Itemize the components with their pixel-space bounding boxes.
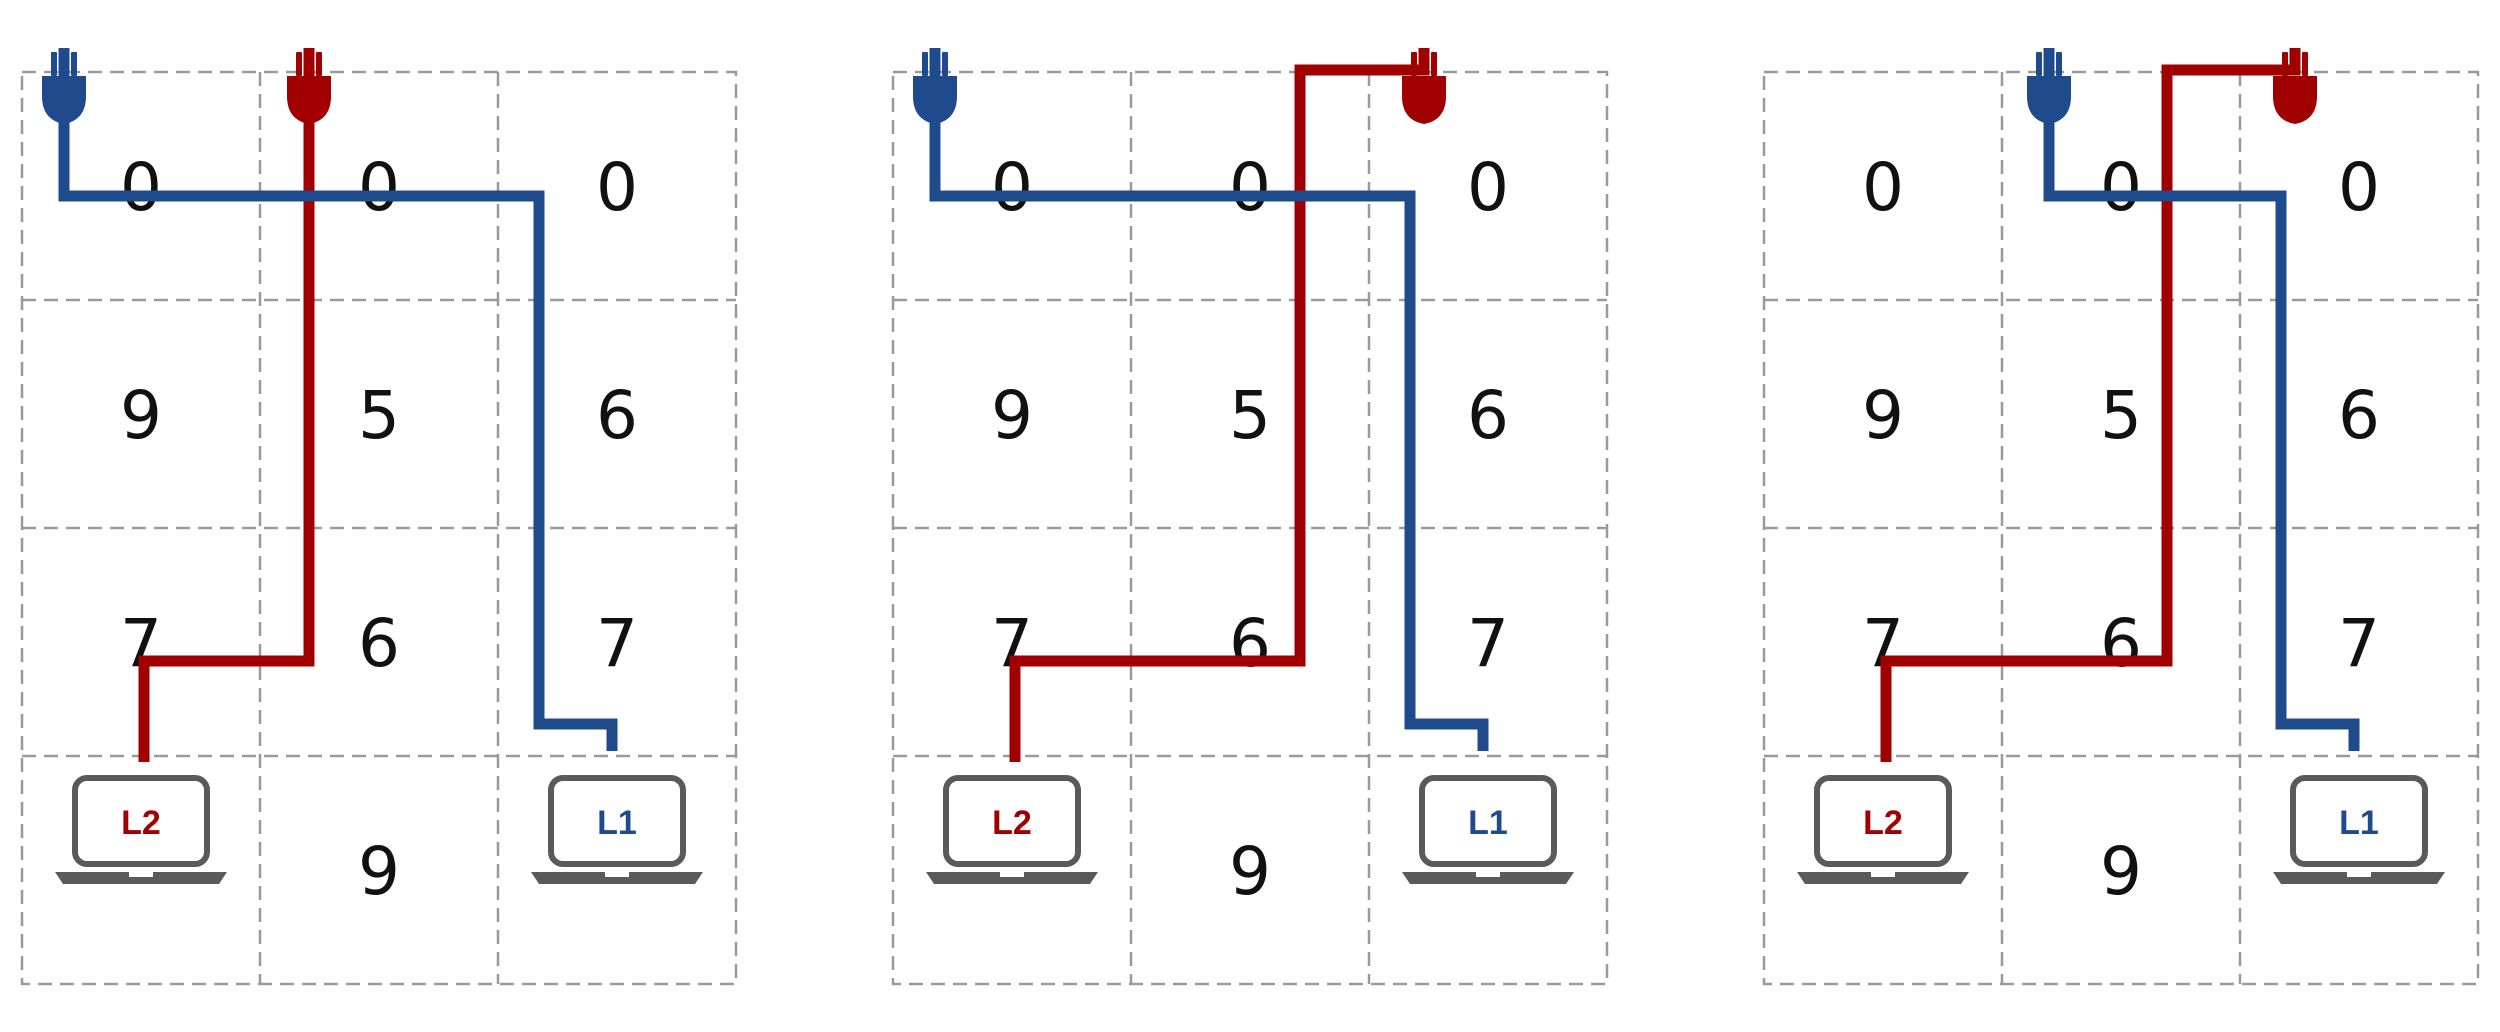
cell-value: 6 <box>596 377 638 454</box>
cell-value: 0 <box>1467 149 1509 226</box>
laptop-l2-icon: L2 <box>926 775 1098 884</box>
cell-value: 6 <box>2338 377 2380 454</box>
cell-value: 6 <box>2100 605 2142 682</box>
cell-value: 0 <box>2338 149 2380 226</box>
laptop-label: L2 <box>121 804 161 842</box>
cell-value: 6 <box>1467 377 1509 454</box>
cell-value: 0 <box>991 149 1033 226</box>
laptop-l1-icon: L1 <box>531 775 703 884</box>
cell-value: 9 <box>991 377 1033 454</box>
cell-value: 6 <box>358 605 400 682</box>
cell-value: 6 <box>1229 605 1271 682</box>
laptop-label: L1 <box>1468 804 1508 842</box>
red-cable <box>1880 48 2301 762</box>
cell-value: 9 <box>358 833 400 910</box>
blue-cable <box>929 48 1489 751</box>
blue-plug-icon <box>42 52 86 124</box>
cell-value: 0 <box>596 149 638 226</box>
cell-value: 7 <box>1467 605 1509 682</box>
blue-plug-icon <box>913 52 957 124</box>
laptop-l2-icon: L2 <box>55 775 227 884</box>
grid <box>891 70 1609 986</box>
cell-value: 0 <box>120 149 162 226</box>
cell-value: 9 <box>120 377 162 454</box>
laptop-label: L1 <box>2339 804 2379 842</box>
cell-value: 9 <box>1229 833 1271 910</box>
cell-value: 0 <box>1862 149 1904 226</box>
laptop-label: L2 <box>1863 804 1903 842</box>
red-cable <box>138 48 315 762</box>
red-cable <box>1009 48 1430 762</box>
blue-cable <box>58 48 618 751</box>
laptop-label: L2 <box>992 804 1032 842</box>
laptop-l2-icon: L2 <box>1797 775 1969 884</box>
cell-value: 9 <box>2100 833 2142 910</box>
blue-plug-icon <box>2027 52 2071 124</box>
red-plug-icon <box>287 52 331 124</box>
laptop-label: L1 <box>597 804 637 842</box>
cell-value: 5 <box>358 377 400 454</box>
cell-value: 0 <box>1229 149 1271 226</box>
laptop-l1-icon: L1 <box>2273 775 2445 884</box>
red-plug-icon <box>1402 52 1446 124</box>
cell-value: 5 <box>1229 377 1271 454</box>
laptop-l1-icon: L1 <box>1402 775 1574 884</box>
cell-value: 0 <box>2100 149 2142 226</box>
cell-value: 5 <box>2100 377 2142 454</box>
cell-value: 9 <box>1862 377 1904 454</box>
blue-cable <box>2043 48 2360 751</box>
cell-value: 0 <box>358 149 400 226</box>
cell-value: 7 <box>596 605 638 682</box>
red-plug-icon <box>2273 52 2317 124</box>
cell-value: 7 <box>2338 605 2380 682</box>
